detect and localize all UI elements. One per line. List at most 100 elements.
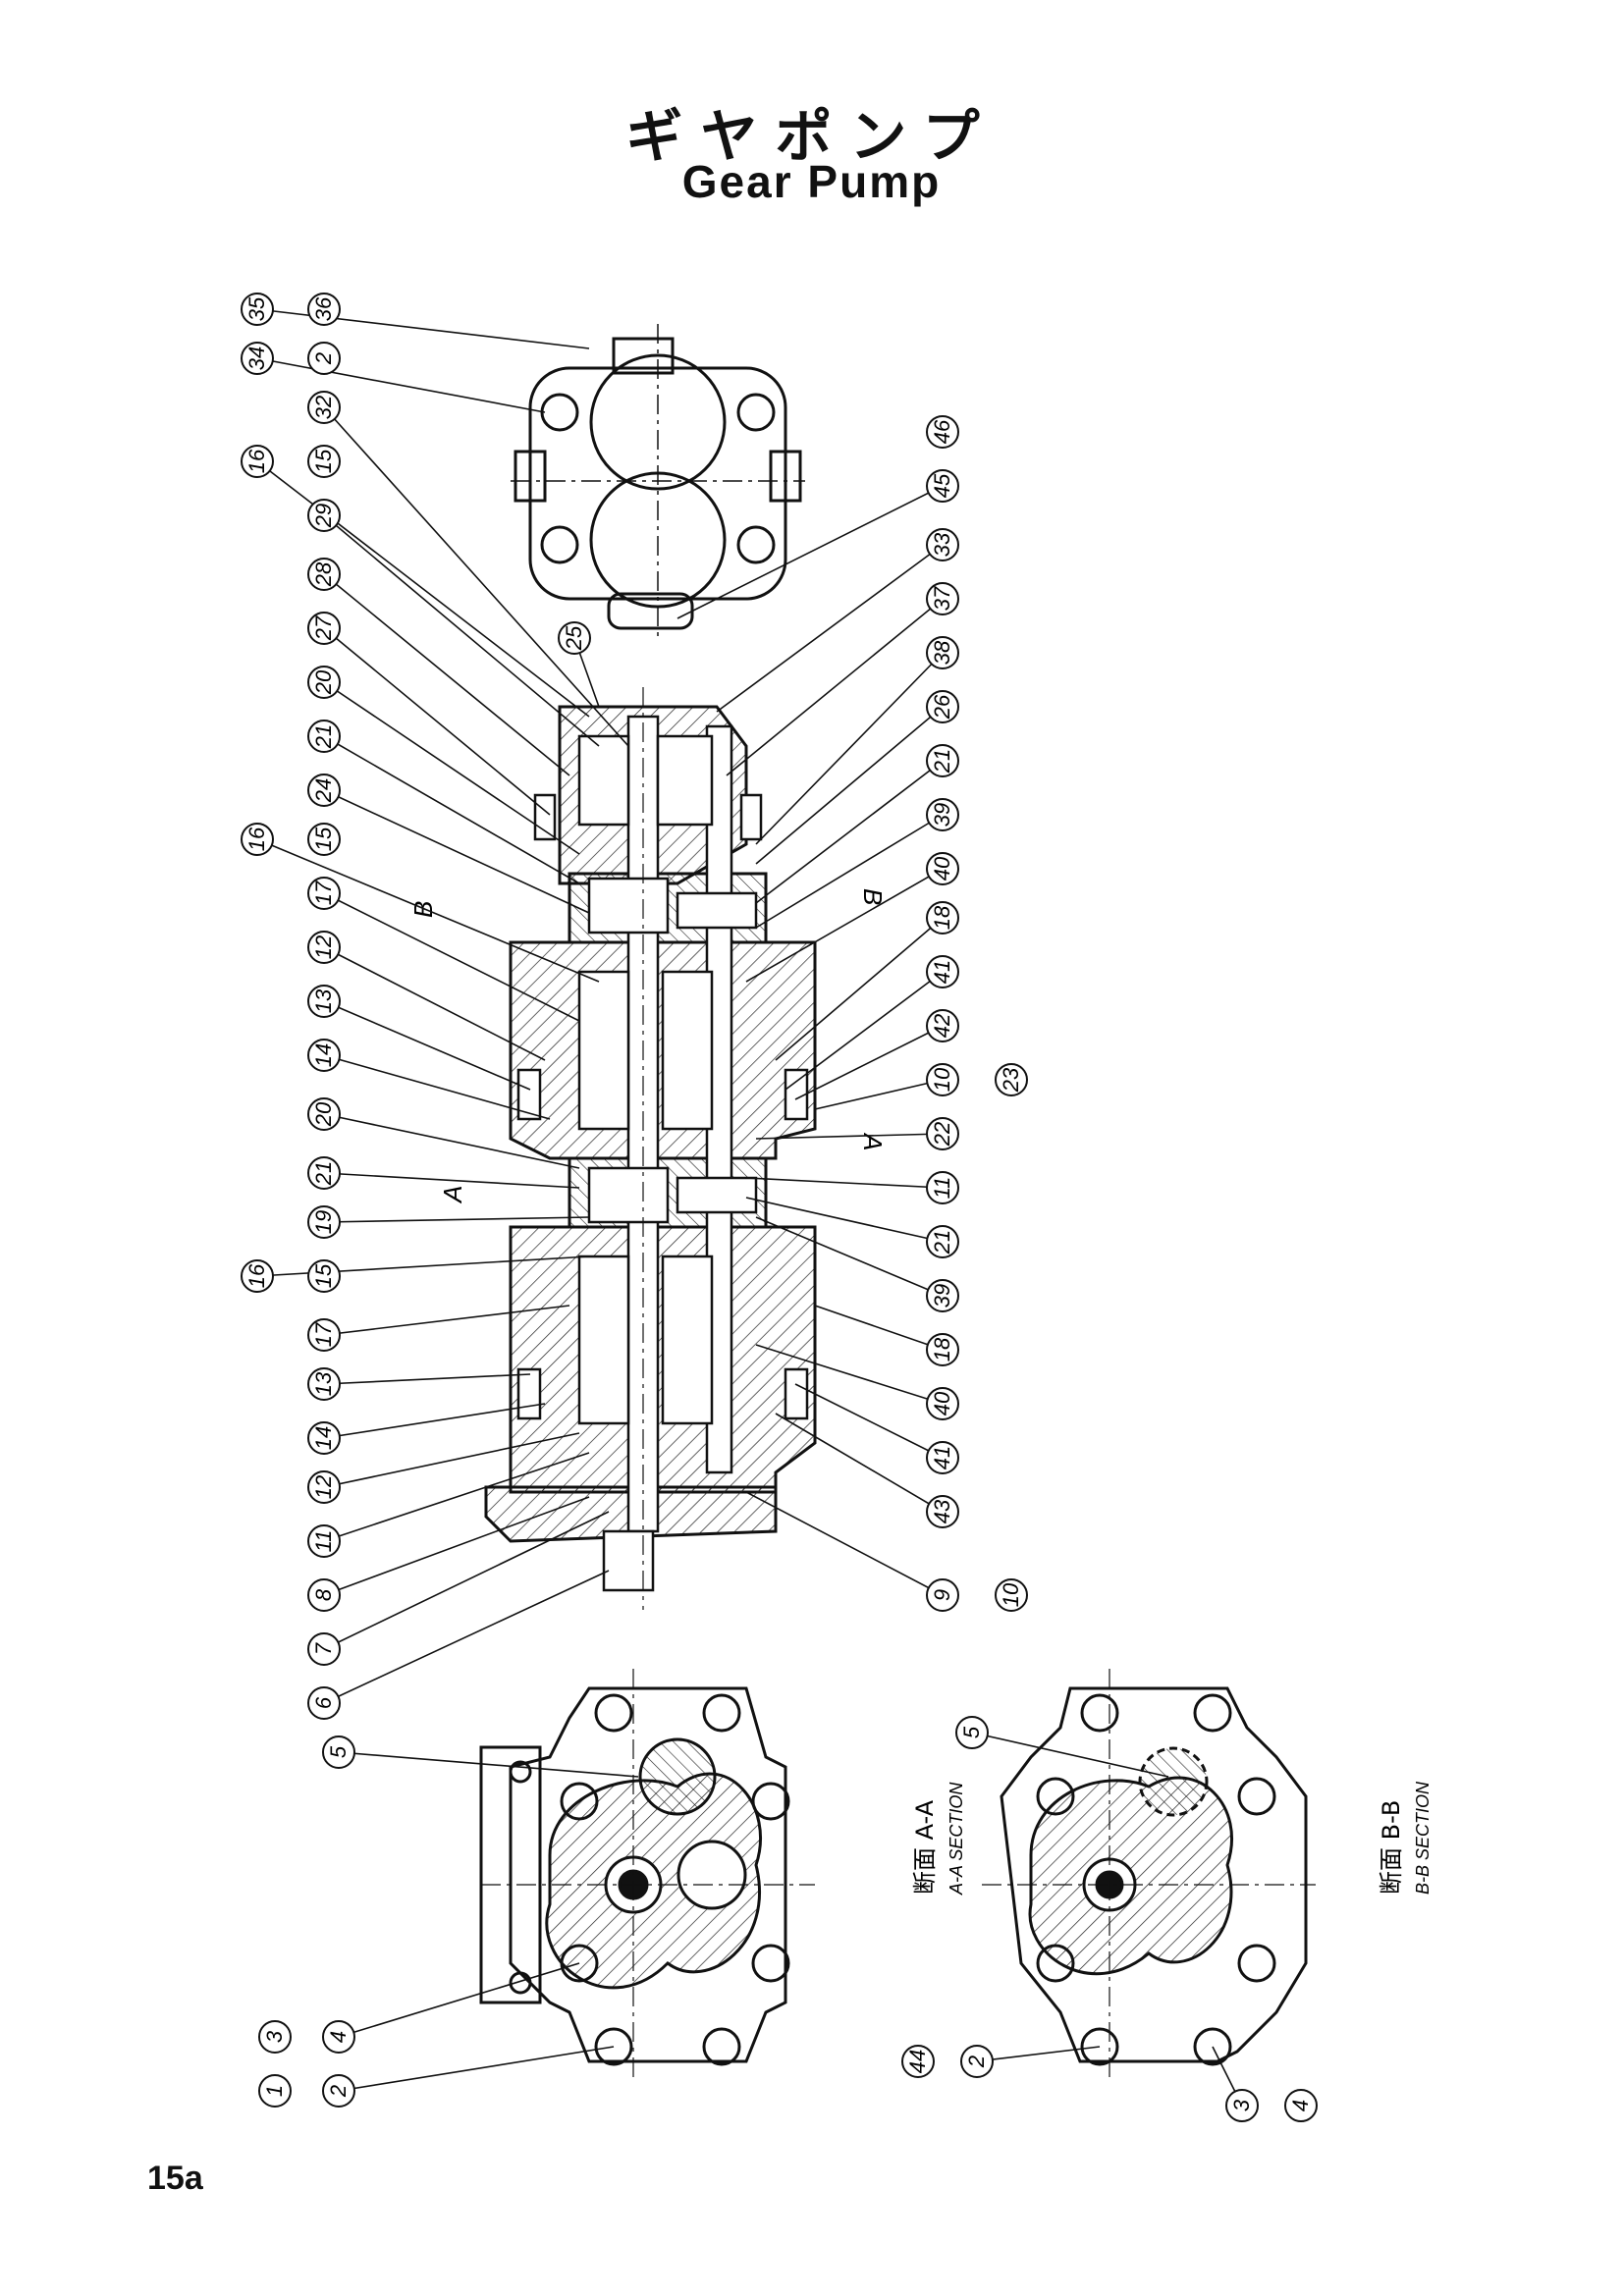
callout-left-15: 17 — [307, 877, 580, 1022]
svg-text:2: 2 — [311, 352, 336, 365]
svg-text:8: 8 — [311, 1588, 336, 1601]
svg-text:21: 21 — [930, 749, 954, 774]
svg-text:5: 5 — [959, 1726, 984, 1738]
svg-text:33: 33 — [930, 532, 954, 557]
svg-text:13: 13 — [311, 1371, 336, 1396]
section-bb-en: B-B SECTION — [1413, 1781, 1433, 1895]
svg-text:25: 25 — [562, 625, 586, 651]
callout-right-8: 40 — [745, 852, 959, 983]
svg-text:38: 38 — [930, 640, 954, 665]
svg-text:18: 18 — [930, 1337, 954, 1362]
callout-right-22: 9 — [745, 1491, 959, 1612]
callout-left-17: 13 — [307, 985, 531, 1091]
callout-aa-3: 3 — [258, 2020, 292, 2054]
svg-text:10: 10 — [999, 1582, 1023, 1607]
svg-text:21: 21 — [311, 1161, 336, 1186]
svg-text:40: 40 — [930, 856, 954, 881]
callout-right-7: 39 — [755, 798, 959, 929]
svg-text:20: 20 — [311, 1101, 336, 1127]
section-aa-jp: 断面 A-A — [911, 1799, 939, 1895]
svg-text:35: 35 — [244, 296, 269, 321]
svg-text:7: 7 — [311, 1642, 336, 1655]
callout-left-26: 14 — [307, 1403, 546, 1455]
svg-text:26: 26 — [930, 694, 954, 720]
callout-bb-3: 3 — [1212, 2046, 1259, 2122]
end-view-top — [511, 324, 805, 638]
title-japanese: ギヤポンプ — [625, 103, 998, 170]
section-aa-en: A-A SECTION — [947, 1782, 966, 1896]
svg-text:11: 11 — [930, 1177, 954, 1200]
callout-mid-25: 25 — [558, 621, 600, 708]
svg-text:4: 4 — [326, 2031, 351, 2043]
svg-text:45: 45 — [930, 473, 954, 498]
svg-text:15: 15 — [311, 449, 336, 473]
svg-text:14: 14 — [311, 1426, 336, 1450]
svg-text:16: 16 — [244, 1263, 269, 1288]
svg-text:36: 36 — [311, 296, 336, 321]
callout-right-5: 26 — [755, 690, 959, 865]
svg-text:29: 29 — [311, 504, 336, 528]
svg-text:16: 16 — [244, 449, 269, 473]
callout-right-20: 41 — [794, 1383, 959, 1474]
svg-text:9: 9 — [930, 1589, 954, 1601]
svg-text:17: 17 — [311, 881, 336, 905]
callout-right-13: 23 — [995, 1063, 1028, 1096]
svg-text:46: 46 — [930, 419, 954, 444]
page-number: 15a — [147, 2160, 203, 2197]
svg-text:23: 23 — [999, 1067, 1023, 1093]
callout-right-14: 22 — [755, 1117, 959, 1150]
svg-text:4: 4 — [1288, 2100, 1313, 2111]
svg-text:2: 2 — [964, 2056, 989, 2068]
svg-text:43: 43 — [930, 1499, 954, 1523]
callout-left-31: 6 — [307, 1570, 610, 1720]
callout-left-10: 20 — [307, 666, 580, 855]
svg-text:34: 34 — [244, 347, 269, 370]
svg-text:13: 13 — [311, 988, 336, 1013]
callout-left-9: 27 — [307, 612, 551, 816]
svg-text:15: 15 — [311, 1263, 336, 1288]
callout-right-0: 45 — [676, 469, 959, 619]
section-bb-jp: 断面 B-B — [1378, 1800, 1405, 1895]
callout-left-0: 35 — [241, 293, 590, 349]
svg-text:32: 32 — [311, 396, 336, 419]
section-a-left: A — [438, 1186, 467, 1204]
callout-right-18: 18 — [814, 1305, 959, 1366]
svg-text:24: 24 — [311, 778, 336, 803]
callout-left-14: 15 — [307, 823, 341, 856]
svg-text:20: 20 — [311, 669, 336, 695]
callout-left-20: 21 — [307, 1156, 580, 1190]
svg-text:10: 10 — [930, 1067, 954, 1092]
callout-bb-2: 2 — [960, 2045, 1101, 2078]
title-english: Gear Pump — [681, 156, 942, 207]
callout-right-16: 21 — [745, 1197, 959, 1258]
section-b-right: B — [858, 888, 888, 905]
svg-text:18: 18 — [930, 905, 954, 930]
callout-left-27: 12 — [307, 1432, 580, 1504]
callout-right-1: 46 — [926, 415, 959, 449]
callout-left-19: 20 — [307, 1097, 580, 1169]
svg-text:39: 39 — [930, 1284, 954, 1308]
callout-left-30: 7 — [307, 1511, 610, 1666]
callout-left-25: 13 — [307, 1367, 531, 1401]
svg-text:17: 17 — [311, 1322, 336, 1347]
callout-right-21: 43 — [775, 1413, 959, 1528]
callout-right-11: 42 — [794, 1009, 959, 1100]
svg-text:28: 28 — [311, 561, 336, 587]
callout-aa-2: 2 — [322, 2046, 615, 2108]
svg-text:39: 39 — [930, 803, 954, 827]
section-aa-caption: 断面 A-A A-A SECTION — [911, 1782, 966, 1896]
svg-text:15: 15 — [311, 827, 336, 851]
svg-text:27: 27 — [311, 615, 336, 641]
svg-text:22: 22 — [930, 1122, 954, 1147]
svg-text:21: 21 — [311, 724, 336, 749]
section-bb-view — [982, 1669, 1316, 2081]
callout-right-19: 40 — [755, 1344, 959, 1420]
callout-left-5: 15 — [307, 445, 341, 478]
callout-left-29: 8 — [307, 1496, 590, 1612]
section-bb-caption: 断面 B-B B-B SECTION — [1378, 1781, 1433, 1895]
callout-bb-5: 5 — [955, 1716, 1169, 1778]
svg-text:44: 44 — [905, 2050, 930, 2073]
callout-right-15: 11 — [745, 1171, 959, 1204]
svg-text:21: 21 — [930, 1230, 954, 1255]
callout-left-21: 19 — [307, 1205, 590, 1239]
